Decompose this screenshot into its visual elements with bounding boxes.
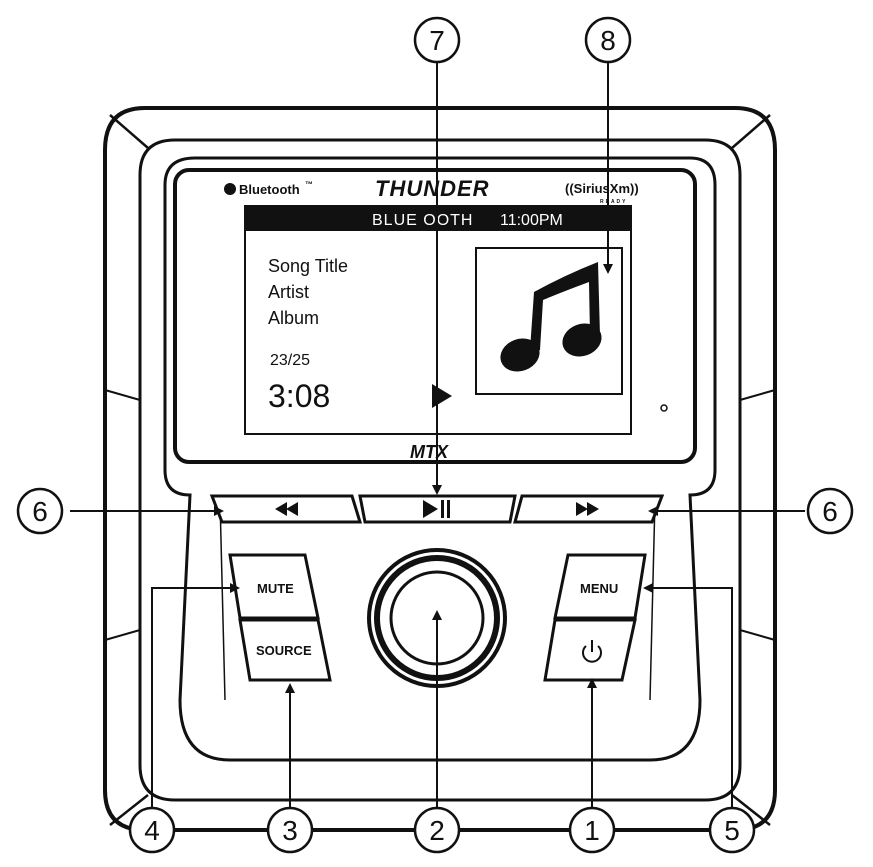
artist: Artist	[268, 282, 309, 302]
power-button[interactable]	[543, 618, 637, 682]
menu-button[interactable]: MENU	[553, 553, 647, 620]
music-note-icon	[500, 262, 602, 372]
bluetooth-logo: Bluetooth ™	[224, 180, 313, 197]
callout-8: 8	[584, 16, 632, 64]
svg-text:1: 1	[584, 815, 600, 846]
sensor-dot	[660, 404, 668, 412]
elapsed-time: 3:08	[268, 378, 330, 414]
song-title: Song Title	[268, 256, 348, 276]
svg-text:READY: READY	[600, 199, 628, 205]
callout-5: 5	[708, 806, 756, 854]
callout-2: 2	[413, 806, 461, 854]
lcd-header-source: BLUE OOTH	[372, 212, 473, 229]
mtx-logo: MTX	[410, 442, 449, 462]
thunder-logo: THUNDER	[375, 176, 490, 201]
play-pause-button[interactable]	[358, 494, 517, 524]
svg-text:7: 7	[429, 25, 445, 56]
callout-1: 1	[568, 806, 616, 854]
svg-text:MUTE: MUTE	[257, 581, 294, 596]
callout-3: 3	[266, 806, 314, 854]
svg-text:3: 3	[282, 815, 298, 846]
svg-text:™: ™	[305, 180, 313, 189]
power-icon	[582, 640, 602, 663]
callout-4: 4	[128, 806, 176, 854]
source-button[interactable]: SOURCE	[238, 618, 332, 682]
svg-text:4: 4	[144, 815, 160, 846]
svg-text:Bluetooth: Bluetooth	[239, 182, 300, 197]
album-art	[475, 247, 623, 395]
svg-text:5: 5	[724, 815, 740, 846]
lcd-header-time: 11:00PM	[500, 212, 563, 229]
track-count: 23/25	[270, 352, 310, 369]
mute-button[interactable]: MUTE	[228, 553, 320, 620]
callout-6-right: 6	[806, 487, 854, 535]
svg-text:SOURCE: SOURCE	[256, 643, 312, 658]
next-button[interactable]	[513, 494, 665, 524]
callout-7: 7	[413, 16, 461, 64]
callout-6-left: 6	[16, 487, 64, 535]
svg-text:MENU: MENU	[580, 581, 618, 596]
svg-text:6: 6	[822, 496, 838, 527]
callout-leaders	[70, 62, 805, 808]
rewind-icon	[275, 502, 298, 516]
fast-forward-icon	[576, 502, 599, 516]
siriusxm-logo: ((SiriusXm)) READY	[565, 181, 639, 205]
play-pause-icon	[423, 500, 450, 518]
svg-text:2: 2	[429, 815, 445, 846]
svg-text:((SiriusXm)): ((SiriusXm))	[565, 181, 639, 196]
album: Album	[268, 308, 319, 328]
svg-text:8: 8	[600, 25, 616, 56]
svg-text:6: 6	[32, 496, 48, 527]
previous-button[interactable]	[209, 494, 363, 524]
